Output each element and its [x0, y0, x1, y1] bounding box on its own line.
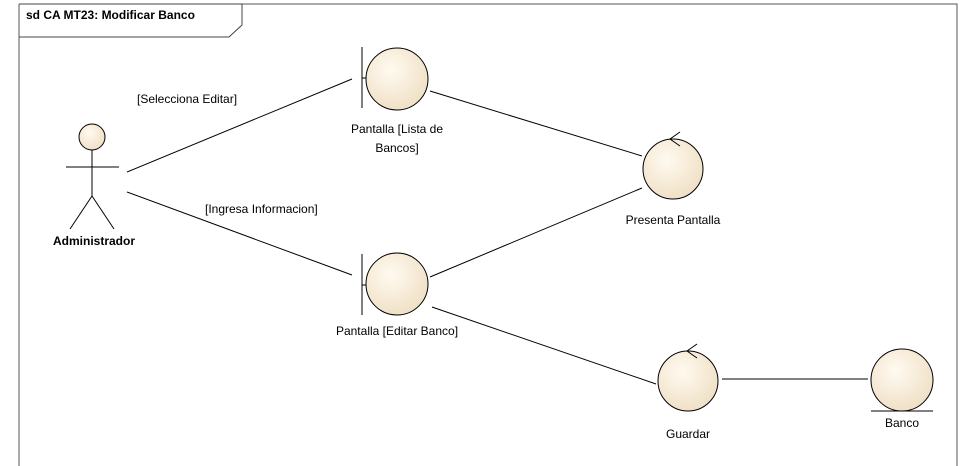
control-guardar[interactable] — [657, 343, 719, 412]
message-ingresa-informacion: [Ingresa Informacion] — [205, 202, 318, 216]
control-guardar-label: Guardar — [665, 427, 711, 441]
link-editar-guardar — [431, 306, 657, 385]
actor-label: Administrador — [52, 234, 135, 248]
boundary-lista-label-line1: Pantalla [Lista de — [350, 122, 444, 136]
connections — [126, 78, 868, 385]
boundary-editar-label: Pantalla [Editar Banco] — [335, 324, 459, 338]
actor-administrador[interactable] — [66, 123, 119, 230]
message-selecciona-editar: [Selecciona Editar] — [137, 92, 238, 106]
link-editar-presenta — [429, 187, 643, 278]
control-presenta-label: Presenta Pantalla — [625, 213, 721, 227]
link-lista-presenta — [429, 90, 643, 157]
boundary-lista-bancos[interactable] — [361, 47, 429, 111]
boundary-lista-label-line2: Bancos] — [375, 141, 419, 155]
entity-banco[interactable] — [870, 348, 934, 412]
frame-title: sd CA MT23: Modificar Banco — [26, 8, 195, 22]
sequence-frame — [18, 3, 958, 466]
link-admin-editar — [126, 191, 353, 276]
entity-banco-label: Banco — [884, 416, 920, 430]
link-admin-lista — [126, 78, 353, 173]
control-presenta-pantalla[interactable] — [642, 131, 704, 200]
boundary-editar-banco[interactable] — [361, 252, 429, 316]
